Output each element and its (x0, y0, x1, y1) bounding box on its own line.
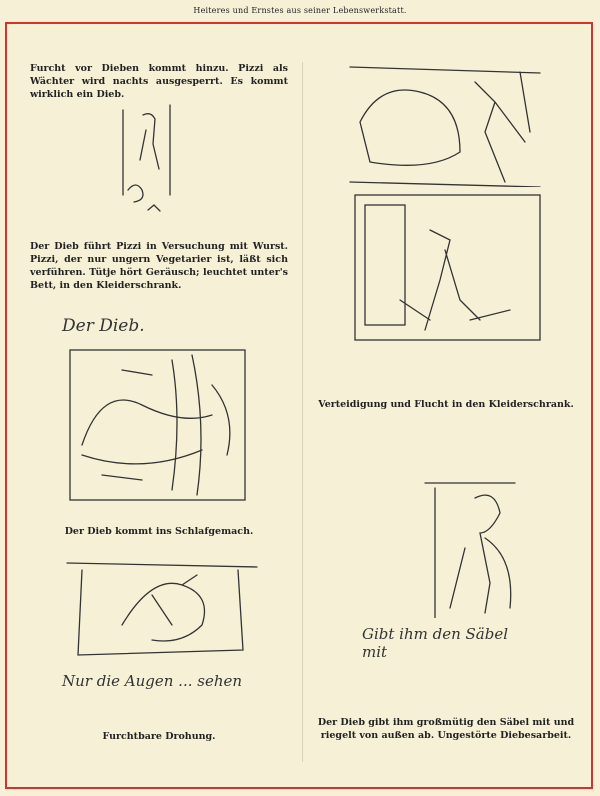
sketch-dog-at-door (122, 104, 171, 212)
caption-defense: Verteidigung und Flucht in den Kleidersc… (318, 399, 574, 410)
caption-bedroom: Der Dieb kommt ins Schlafgemach. (64, 526, 254, 537)
sketch-defense (349, 66, 541, 187)
caption-sabre: Der Dieb gibt ihm großmütig den Säbel mi… (317, 717, 575, 741)
handwritten-gibt-ihm-den-sabel: Gibt ihm den Säbel mit (362, 625, 509, 661)
running-header: Heiteres und Ernstes aus seiner Lebenswe… (193, 6, 407, 15)
handwritten-nur-die-augen: Nur die Augen ... sehen (62, 672, 243, 690)
caption-thief-fear: Furcht vor Dieben kommt hinzu. Pizzi als… (30, 63, 288, 100)
column-divider (302, 62, 303, 762)
handwritten-der-dieb: Der Dieb. (62, 316, 145, 336)
sketch-threat (66, 562, 258, 656)
sketch-sabre (424, 482, 516, 618)
red-page-border (5, 22, 593, 789)
caption-threat: Furchtbare Drohung. (102, 731, 216, 742)
caption-sausage: Der Dieb führt Pizzi in Versuchung mit W… (30, 241, 288, 291)
sketch-bedroom (69, 349, 246, 501)
sketch-flight-wardrobe (354, 194, 541, 341)
